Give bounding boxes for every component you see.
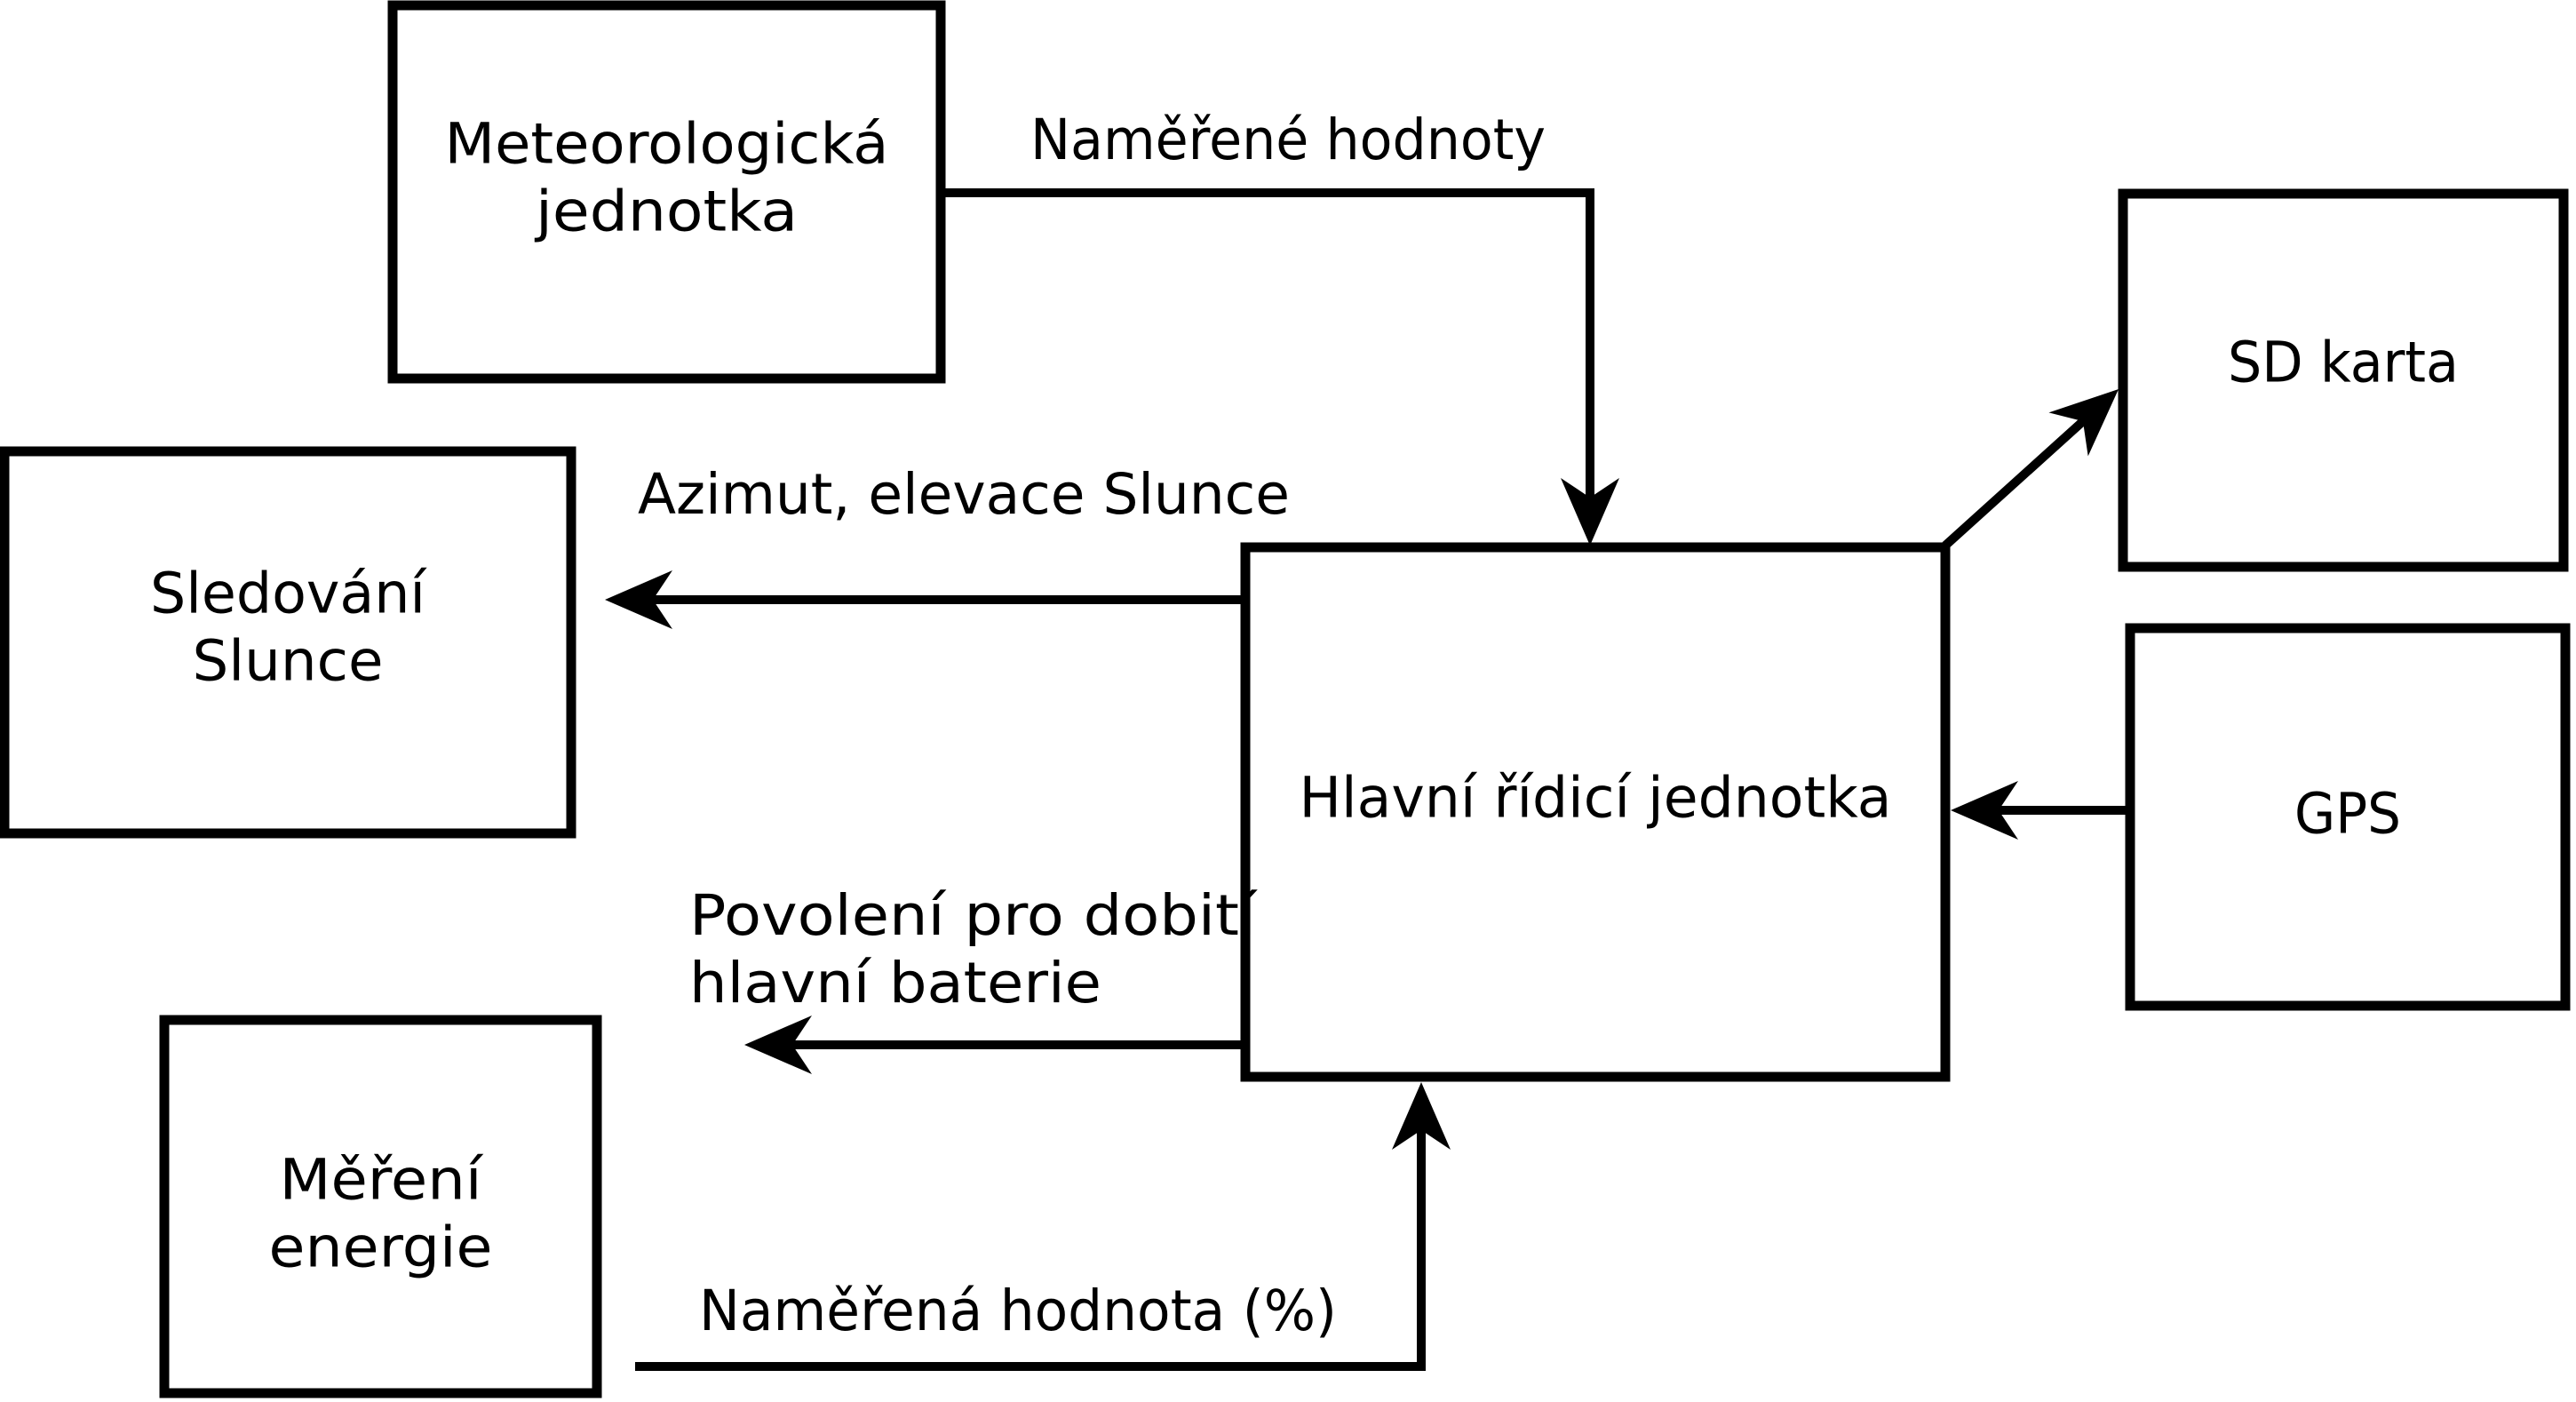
edge-label-namerena-hodnota: Naměřená hodnota (%): [699, 1279, 1337, 1343]
sledovani-slunce-label-line-2: Slunce: [193, 629, 384, 694]
gps-to-hlavni-arrowhead-icon: [1951, 781, 2018, 840]
namerena-hodnota-line: [635, 1125, 1426, 1371]
mereni-energie-label-line-2: energie: [269, 1215, 493, 1280]
arrow-gps-to-hlavni: [1951, 781, 2130, 840]
arrow-azimut-elevace-slunce: [605, 570, 1245, 629]
meteorologicka-jednotka-box: [387, 0, 946, 384]
meteorologicka-jednotka-label-line-2: jednotka: [534, 179, 798, 244]
hlavni-to-sd-karta-line: [1942, 414, 2090, 549]
node-sd-karta: SD karta: [2118, 188, 2569, 572]
hlavni-to-sd-karta-arrowhead-icon: [2048, 389, 2119, 457]
azimut-elevace-slunce-arrowhead-icon: [605, 570, 672, 629]
meteorologicka-jednotka-label-line-1: Meteorologická: [445, 112, 889, 177]
hlavni-ridici-jednotka-box: [1240, 542, 1951, 1082]
gps-box: [2125, 623, 2571, 1011]
edge-label-namerene-hodnoty: Naměřené hodnoty: [1030, 108, 1546, 172]
edge-label-povoleni-pro-dobiti-line-1: Povolení pro dobití: [689, 883, 1259, 948]
sd-karta-label: SD karta: [2228, 331, 2459, 395]
arrow-povoleni-pro-dobiti: [744, 1016, 1245, 1074]
edge-label-azimut-elevace-slunce: Azimut, elevace Slunce: [638, 462, 1290, 527]
arrow-hlavni-to-sd-karta: [1942, 389, 2119, 549]
povoleni-pro-dobiti-arrowhead-icon: [744, 1016, 812, 1074]
mereni-energie-label-line-1: Měření: [280, 1148, 485, 1213]
sledovani-slunce-box: [0, 446, 576, 839]
arrow-namerena-hodnota: [635, 1082, 1451, 1371]
edge-label-povoleni-pro-dobiti-line-2: hlavní baterie: [689, 951, 1101, 1016]
node-hlavni-ridici-jednotka: Hlavní řídicí jednotka: [1240, 542, 1951, 1082]
hlavni-ridici-jednotka-label: Hlavní řídicí jednotka: [1300, 766, 1892, 831]
node-gps: GPS: [2125, 623, 2571, 1011]
mereni-energie-box: [159, 1015, 602, 1398]
namerena-hodnota-arrowhead-icon: [1392, 1082, 1451, 1150]
sledovani-slunce-label-line-1: Sledování: [150, 562, 428, 626]
namerene-hodnoty-arrowhead-icon: [1561, 478, 1619, 546]
arrow-namerene-hodnoty: [941, 188, 1619, 546]
namerene-hodnoty-line: [941, 188, 1594, 503]
sd-karta-box: [2118, 188, 2569, 572]
gps-label: GPS: [2294, 782, 2401, 847]
